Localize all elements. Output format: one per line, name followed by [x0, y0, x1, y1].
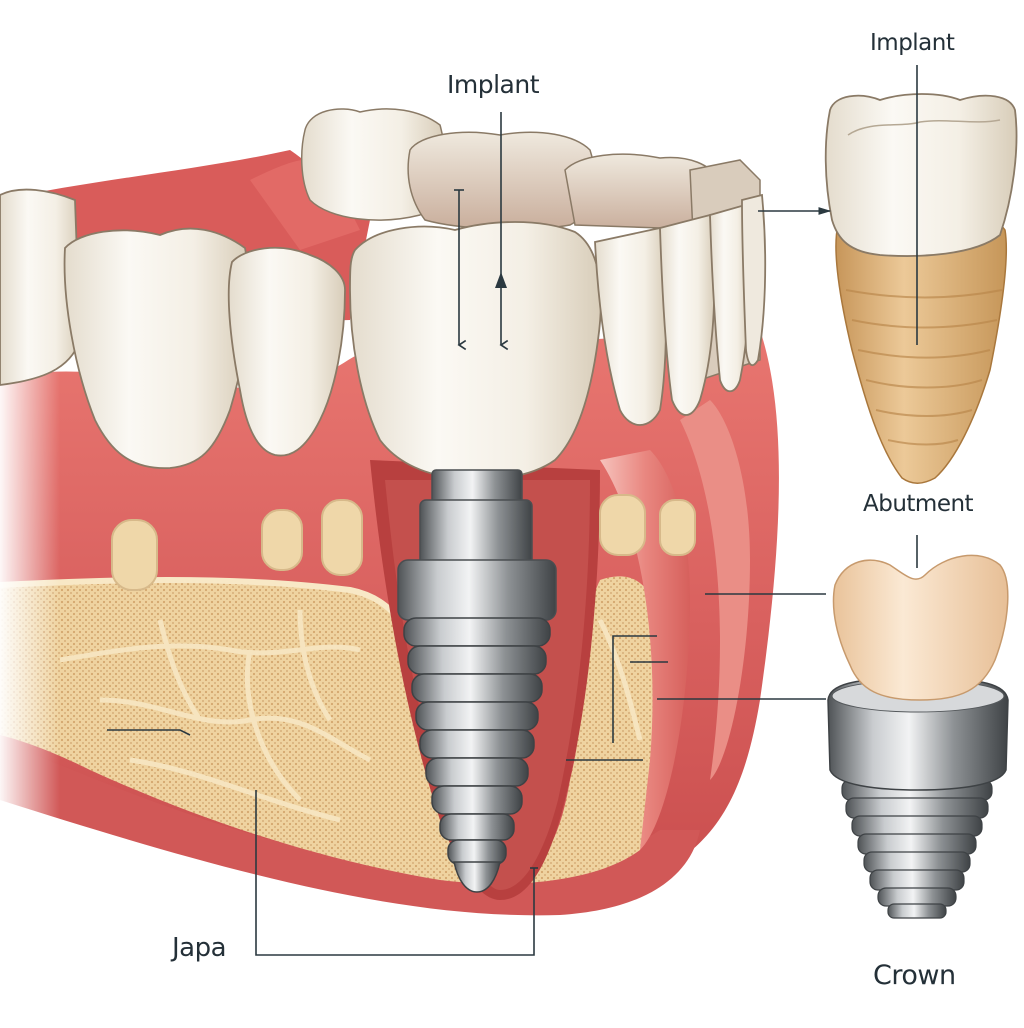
white-crown: [824, 93, 1018, 257]
crown-abutment-implant-illustration: [827, 554, 1009, 919]
arrow-up-icon: [495, 272, 507, 288]
tooth-molar-left: [63, 227, 250, 469]
front-teeth: [0, 188, 767, 481]
implant-crown: [349, 221, 602, 481]
label-jaw: Japa: [172, 933, 227, 963]
jaw-cross-section: [0, 108, 779, 916]
leader-bone-bracket: [612, 635, 657, 743]
tooth-premolar: [227, 246, 346, 457]
leader-jaw-bracket: [255, 790, 535, 956]
root-ridges: [845, 289, 1003, 446]
crown-on-root-illustration: [824, 93, 1018, 484]
label-implant-side: Implant: [870, 30, 955, 56]
label-abutment: Abutment: [863, 491, 974, 517]
gum-lower-rim: [0, 740, 700, 916]
label-crown: Crown: [873, 960, 956, 991]
implant-threads: [403, 617, 551, 893]
leader-lines: [107, 65, 918, 956]
bone-trabeculae: [59, 609, 643, 823]
jaw-bone: [0, 576, 664, 884]
cream-crown: [832, 554, 1009, 701]
implant-post: [397, 469, 557, 893]
tooth-roots: [111, 494, 696, 591]
tooth-incisor-4: [741, 193, 767, 367]
label-implant-main: Implant: [447, 70, 540, 99]
leader-bone-left: [107, 729, 191, 736]
side-implant-threads: [841, 779, 993, 919]
